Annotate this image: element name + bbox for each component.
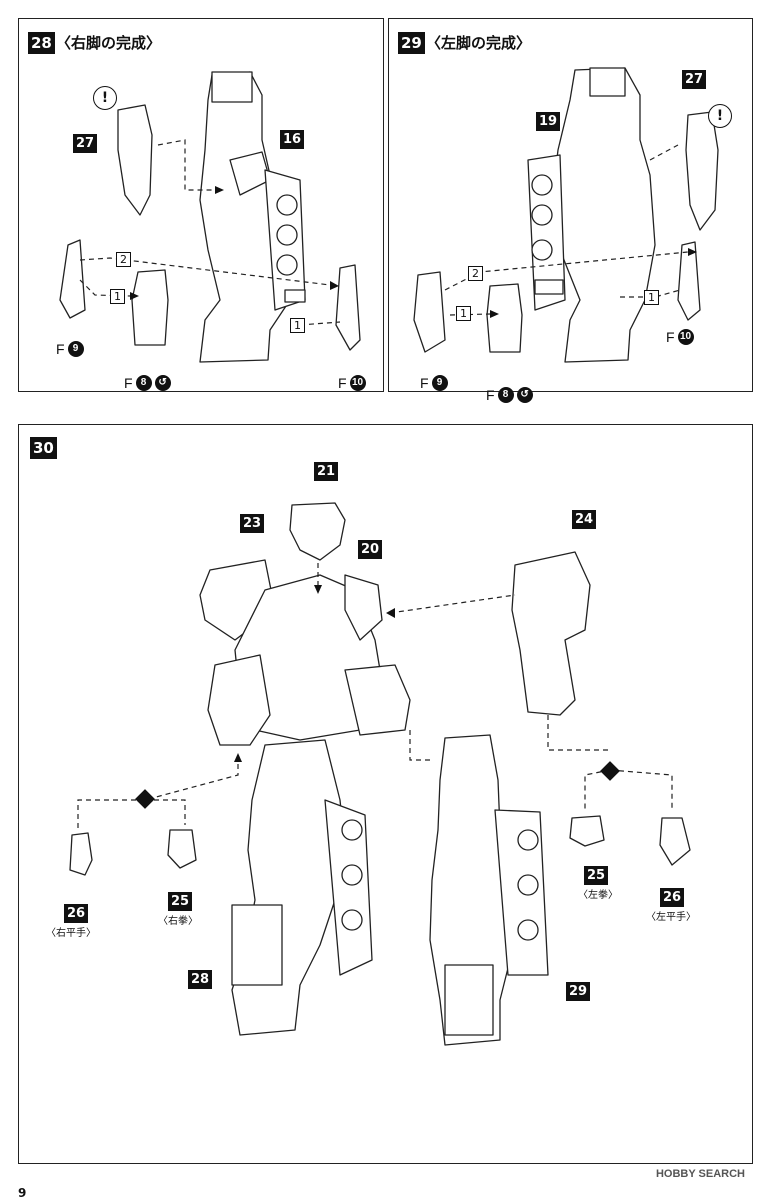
part-tag-21: 21 [314, 462, 339, 481]
part-tag-26: 26 [660, 888, 685, 907]
hand-25-right [167, 829, 197, 869]
step-box: 1 [290, 318, 305, 333]
step-28-title: 〈右脚の完成〉 [56, 34, 162, 52]
caution-icon: ! [93, 86, 117, 110]
head-21 [289, 502, 346, 561]
arrowheads [130, 186, 697, 762]
part-tag-27: 27 [682, 70, 707, 89]
part-f8-right [131, 269, 169, 346]
left-leg-drawing [527, 67, 656, 363]
watermark: HOBBY SEARCH [655, 1168, 745, 1180]
part-f10-right [335, 264, 361, 351]
arm-24 [511, 551, 591, 716]
part-tag-16: 16 [280, 130, 305, 149]
part-tag-19: 19 [536, 112, 561, 131]
hand-label-right-fist: 〈右拳〉 [158, 916, 198, 927]
step-box: 2 [468, 266, 483, 281]
part-tag-25: 25 [168, 892, 193, 911]
part-tag-20: 20 [358, 540, 383, 559]
step-box: 1 [110, 289, 125, 304]
part-tag-26: 26 [64, 904, 89, 923]
armor-27-right [117, 104, 153, 216]
right-leg-drawing [199, 71, 306, 363]
page-number: 9 [18, 1186, 27, 1200]
cement-icon: ↺ [154, 375, 171, 391]
hand-label-left-open: 〈左平手〉 [646, 912, 696, 923]
part-tag-25: 25 [584, 866, 609, 885]
torso-assembly [199, 559, 411, 746]
part-f10-left [677, 241, 701, 321]
step-30-number: 30 [30, 437, 57, 459]
part-tag-27: 27 [73, 134, 98, 153]
hand-26-right [69, 832, 93, 876]
caution-icon: ! [708, 104, 732, 128]
hand-26-left [659, 817, 691, 866]
part-f9-left [413, 271, 446, 353]
hand-25-left [569, 815, 605, 847]
hand-label-left-fist: 〈左拳〉 [578, 890, 618, 901]
part-f9-right [59, 239, 86, 319]
part-tag-29: 29 [566, 982, 591, 1001]
cement-icon: ↺ [516, 387, 533, 403]
step-29-number: 29 [398, 32, 425, 54]
part-tag-23: 23 [240, 514, 265, 533]
step-28-number: 28 [28, 32, 55, 54]
hand-label-right-open: 〈右平手〉 [46, 928, 96, 939]
armor-27-left [685, 111, 719, 231]
step-box: 2 [116, 252, 131, 267]
leg-29-assembly [429, 734, 549, 1046]
leg-28-assembly [231, 739, 373, 1036]
step-box: 1 [644, 290, 659, 305]
part-tag-24: 24 [572, 510, 597, 529]
part-tag-28: 28 [188, 970, 213, 989]
step-29-title: 〈左脚の完成〉 [426, 34, 532, 52]
part-f8-left [486, 283, 523, 353]
step-box: 1 [456, 306, 471, 321]
